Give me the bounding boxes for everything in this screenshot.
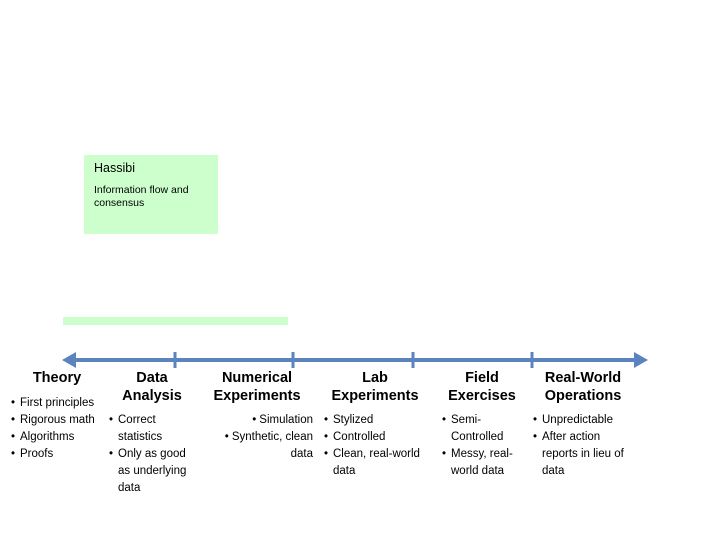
column-header-numerical-experiments: Numerical Experiments [213, 370, 301, 404]
column-numerical-experiments[interactable]: Numerical Experiments Simulation Synthet… [198, 370, 316, 463]
callout-box-hassibi[interactable]: Hassibi Information flow and consensus [84, 155, 218, 234]
column-header-real-world-operations: Real-World Operations [544, 370, 622, 404]
list-item: Simulation [201, 412, 313, 429]
axis-arrowhead-right [634, 352, 648, 368]
list-item: Controlled [319, 429, 431, 446]
column-header-data-analysis: Data Analysis [122, 370, 182, 404]
spectrum-columns: Theory First principles Rigorous math Al… [8, 370, 716, 497]
list-item: After action reports in lieu of data [533, 429, 633, 480]
bullet-list-theory: First principles Rigorous math Algorithm… [11, 395, 103, 463]
spectrum-axis [62, 352, 648, 368]
callout-body-text: Information flow and consensus [94, 184, 189, 209]
bullet-list-numerical-experiments: Simulation Synthetic, clean data [201, 412, 313, 463]
list-item: Messy, real-world data [437, 446, 527, 480]
list-item: Algorithms [11, 429, 103, 446]
list-item: Semi-Controlled [437, 412, 527, 446]
green-connector-bar [63, 317, 288, 325]
column-header-field-exercises: Field Exercises [448, 370, 516, 404]
bullet-list-data-analysis: Correct statistics Only as good as under… [109, 412, 195, 497]
bullet-list-lab-experiments: Stylized Controlled Clean, real-world da… [319, 412, 431, 480]
bullet-list-field-exercises: Semi-Controlled Messy, real-world data [437, 412, 527, 480]
column-lab-experiments[interactable]: Lab Experiments Stylized Controlled Clea… [316, 370, 434, 480]
list-item: Only as good as underlying data [109, 446, 195, 497]
list-item: Rigorous math [11, 412, 103, 429]
bullet-list-real-world-operations: Unpredictable After action reports in li… [533, 412, 633, 480]
callout-title: Hassibi [94, 161, 135, 175]
list-item: Correct statistics [109, 412, 195, 446]
list-item: First principles [11, 395, 103, 412]
list-item: Unpredictable [533, 412, 633, 429]
column-header-theory: Theory [32, 370, 82, 386]
list-item: Synthetic, clean data [201, 429, 313, 463]
list-item: Clean, real-world data [319, 446, 431, 480]
list-item: Stylized [319, 412, 431, 429]
column-real-world-operations[interactable]: Real-World Operations Unpredictable Afte… [530, 370, 636, 480]
column-theory[interactable]: Theory First principles Rigorous math Al… [8, 370, 106, 463]
column-header-lab-experiments: Lab Experiments [331, 370, 419, 404]
column-data-analysis[interactable]: Data Analysis Correct statistics Only as… [106, 370, 198, 497]
list-item: Proofs [11, 446, 103, 463]
column-field-exercises[interactable]: Field Exercises Semi-Controlled Messy, r… [434, 370, 530, 480]
axis-arrowhead-left [62, 352, 76, 368]
